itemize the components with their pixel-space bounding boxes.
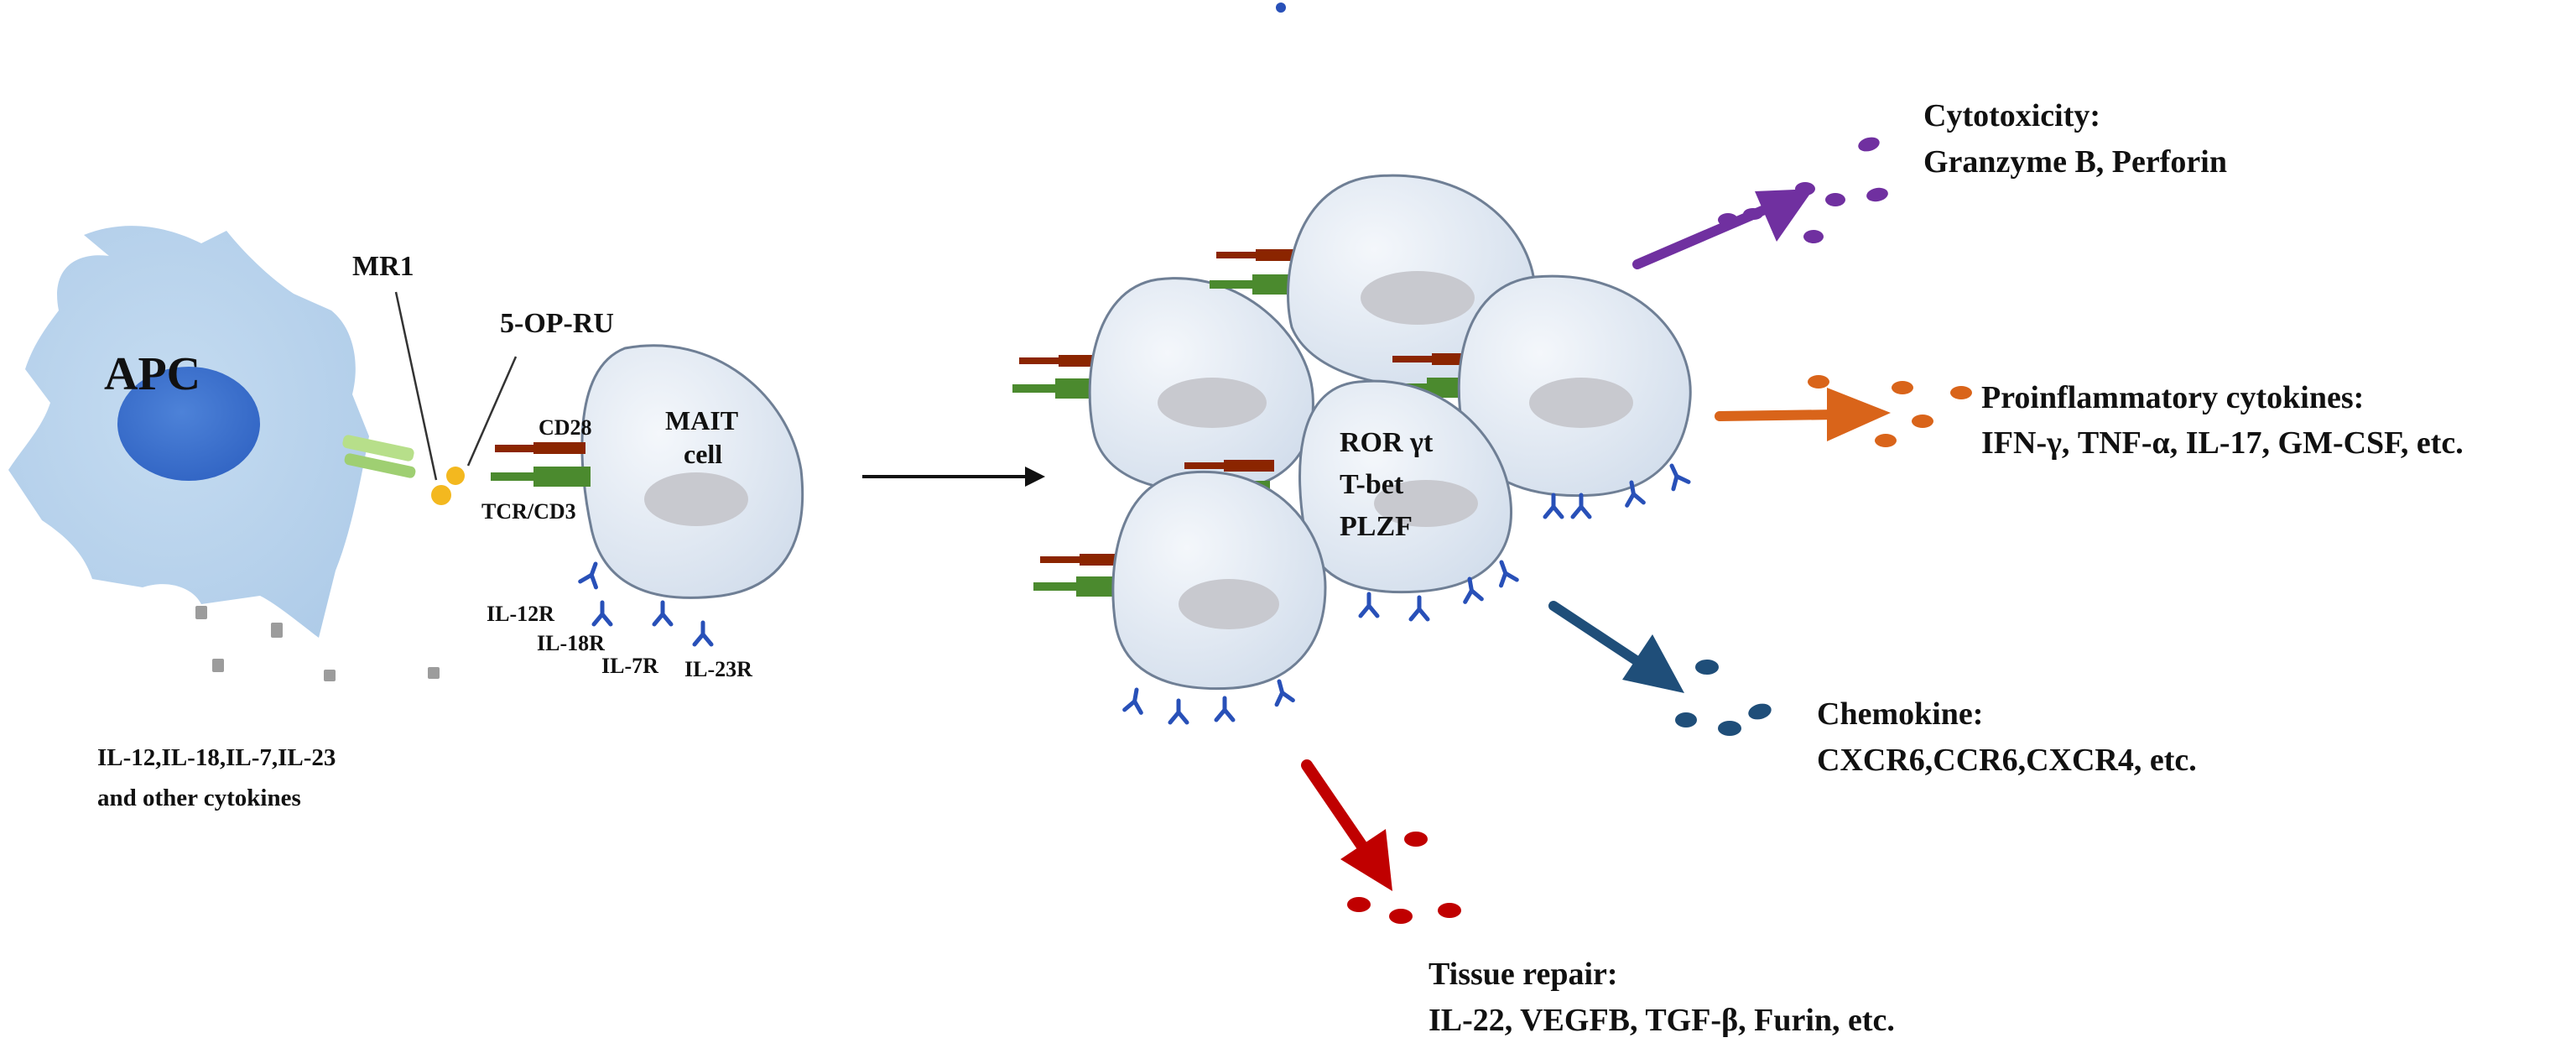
proinflammatory-title: Proinflammatory cytokines:: [1981, 380, 2364, 415]
cytotoxicity-detail: Granzyme B, Perforin: [1923, 144, 2227, 180]
apc-nucleus: [117, 367, 260, 481]
il7r-receptor-icon: [654, 602, 671, 624]
cd28-label: CD28: [539, 415, 592, 440]
stray-dot: [1276, 3, 1286, 13]
chemokine-particles: [1675, 660, 1772, 736]
proinflammatory-arrow: [1715, 388, 1891, 441]
cd28-receptor: [495, 445, 537, 452]
proinflammatory-particles: [1808, 375, 1972, 447]
transcription-factor-rorgt: ROR γt: [1340, 427, 1434, 458]
tissue-repair-particles: [1347, 832, 1461, 924]
cytokines-label-line2: and other cytokines: [97, 785, 301, 811]
il23r-label: IL-23R: [684, 657, 752, 681]
il7r-label: IL-7R: [601, 654, 658, 678]
op-ru-label: 5-OP-RU: [500, 308, 614, 339]
apc-secreted-cytokines: [195, 606, 440, 681]
chemokine-detail: CXCR6,CCR6,CXCR4, etc.: [1817, 743, 2197, 778]
tcr-cd3-complex: [533, 467, 591, 487]
proinflammatory-detail: IFN-γ, TNF-α, IL-17, GM-CSF, etc.: [1981, 425, 2464, 461]
tissue-repair-arrow: [1301, 759, 1392, 891]
mr1-label: MR1: [352, 251, 414, 282]
op-ru-leader-line: [466, 356, 518, 467]
chemokine-title: Chemokine:: [1817, 696, 1983, 732]
transcription-factor-tbet: T-bet: [1340, 469, 1404, 500]
activated-cell-e: [1033, 460, 1327, 722]
cytotoxicity-title: Cytotoxicity:: [1923, 98, 2100, 133]
il12r-receptor-icon: [580, 561, 604, 587]
activated-mait-cluster: [1012, 174, 1692, 722]
cytotoxicity-arrow: [1632, 189, 1814, 269]
activation-arrow: [862, 467, 1045, 487]
mait-cell-nucleus: [644, 472, 748, 526]
transcription-factor-plzf: PLZF: [1340, 511, 1413, 542]
il12r-label: IL-12R: [487, 602, 554, 626]
il18r-label: IL-18R: [537, 631, 605, 655]
mait-cell: [491, 344, 804, 644]
cytokines-label-line1: IL-12,IL-18,IL-7,IL-23: [97, 744, 336, 771]
tissue-repair-detail: IL-22, VEGFB, TGF-β, Furin, etc.: [1429, 1003, 1895, 1038]
cytotoxicity-particles: [1718, 137, 1888, 243]
il18r-receptor-icon: [594, 602, 611, 624]
activated-cell-c: [1384, 274, 1692, 517]
apc-label: APC: [104, 348, 200, 400]
mr1-molecule: [342, 435, 416, 478]
apc-cell: [8, 226, 369, 638]
il23r-receptor-icon: [695, 623, 711, 644]
tcr-receptor: [491, 472, 537, 481]
mr1-leader-line: [394, 291, 438, 481]
antigen-5-op-ru: [431, 467, 465, 505]
mait-cell-body: [580, 344, 804, 599]
activated-cell-a: [1012, 277, 1314, 493]
tissue-repair-title: Tissue repair:: [1429, 957, 1618, 992]
activated-cell-d: [1298, 379, 1517, 619]
mait-label-line2: cell: [684, 439, 722, 469]
chemokine-arrow: [1548, 601, 1684, 693]
tcr-cd3-label: TCR/CD3: [481, 499, 576, 524]
cd28-receptor-stalk: [533, 442, 585, 454]
mait-label-line1: MAIT: [665, 405, 738, 435]
